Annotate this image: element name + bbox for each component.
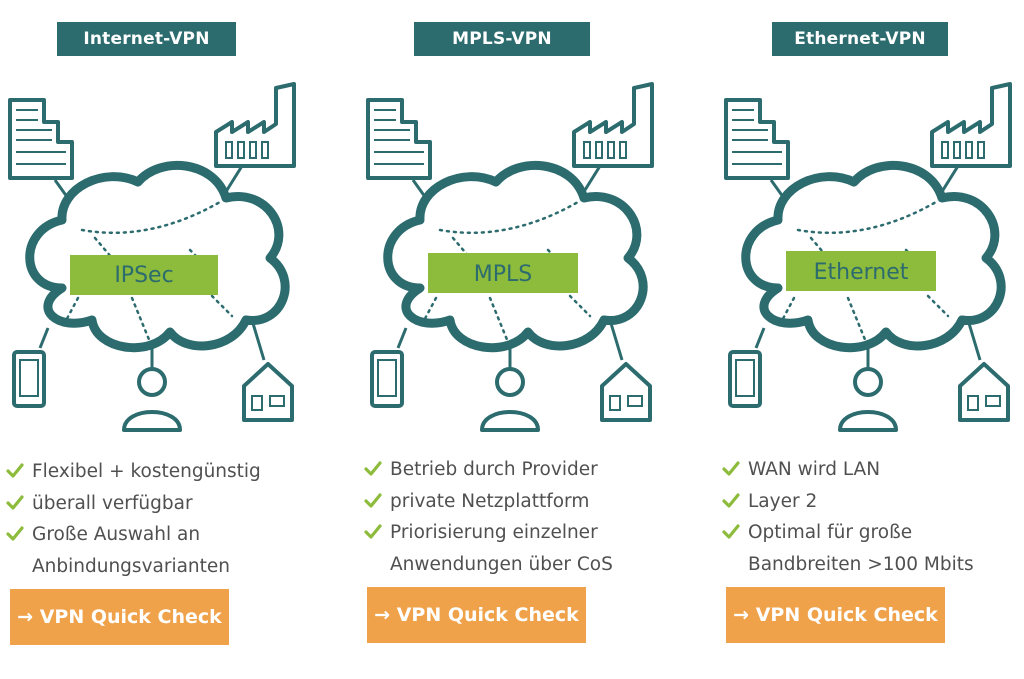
tech-label: Ethernet [814,260,909,285]
factory-icon [930,82,1012,168]
vpn-quick-check-button[interactable]: → VPN Quick Check [367,587,586,643]
check-icon [364,524,382,540]
house-icon [242,362,294,422]
tech-label-bg [786,251,936,291]
feature-text: Optimal für große [748,522,913,543]
office-building-icon [8,98,74,180]
feature-item: Anbindungsvarianten [6,551,336,583]
feature-item: Optimal für große [722,517,1024,549]
vpn-quick-check-button[interactable]: → VPN Quick Check [10,589,229,645]
feature-list: WAN wird LAN Layer 2 Optimal für große B… [722,454,1024,580]
feature-list: Flexibel + kostengünstig überall verfügb… [6,456,336,582]
feature-item: Anwendungen über CoS [364,549,694,581]
tech-label-bg [70,255,218,295]
feature-text: Anwendungen über CoS [390,553,613,575]
check-icon [6,495,24,511]
network-diagram: IPSec [8,82,296,432]
feature-text: überall verfügbar [32,492,193,514]
check-icon [364,461,382,477]
feature-text: Bandbreiten >100 Mbits [748,553,974,575]
feature-item: private Netzplattform [364,486,694,518]
network-diagram: MPLS [366,82,654,432]
feature-text: WAN wird LAN [748,459,881,480]
feature-text: private Netzplattform [390,490,590,512]
network-diagram: Ethernet [724,82,1012,432]
column-title: Internet-VPN [57,22,236,56]
tech-label: MPLS [474,262,532,287]
feature-text: Flexibel + kostengünstig [32,461,261,482]
check-icon [722,493,740,509]
feature-item: überall verfügbar [6,488,336,520]
tablet-icon [370,350,404,408]
feature-item: Große Auswahl an [6,519,336,551]
feature-item: WAN wird LAN [722,454,1024,486]
check-icon [6,463,24,479]
feature-text: Große Auswahl an [32,524,201,545]
feature-item: Priorisierung einzelner [364,517,694,549]
feature-list: Betrieb durch Provider private Netzplatt… [364,454,694,580]
column-internet-vpn: Internet-VPN IPSec [0,0,340,679]
dotted-paths [60,200,234,344]
column-mpls-vpn: MPLS-VPN MPLS [358,0,698,679]
tablet-icon [12,350,46,408]
check-icon [364,493,382,509]
user-icon [480,367,540,432]
office-building-icon [724,98,790,180]
feature-item: Bandbreiten >100 Mbits [722,549,1024,581]
column-ethernet-vpn: Ethernet-VPN Ethernet [716,0,1024,679]
user-icon [122,367,182,432]
feature-item: Flexibel + kostengünstig [6,456,336,488]
tablet-icon [728,350,762,408]
user-icon [838,367,898,432]
column-title: MPLS-VPN [414,22,590,56]
check-icon [722,461,740,477]
feature-item: Layer 2 [722,486,1024,518]
feature-text: Betrieb durch Provider [390,459,598,480]
factory-icon [214,82,296,168]
column-title: Ethernet-VPN [772,22,948,56]
office-building-icon [366,98,432,180]
factory-icon [572,82,654,168]
feature-text: Layer 2 [748,490,818,512]
feature-item: Betrieb durch Provider [364,454,694,486]
tech-label: IPSec [114,263,173,288]
vpn-quick-check-button[interactable]: → VPN Quick Check [726,587,945,643]
feature-text: Anbindungsvarianten [32,555,231,577]
feature-text: Priorisierung einzelner [390,522,598,543]
house-icon [600,362,652,422]
tech-label-bg [428,253,578,293]
house-icon [958,362,1010,422]
check-icon [6,526,24,542]
check-icon [722,524,740,540]
